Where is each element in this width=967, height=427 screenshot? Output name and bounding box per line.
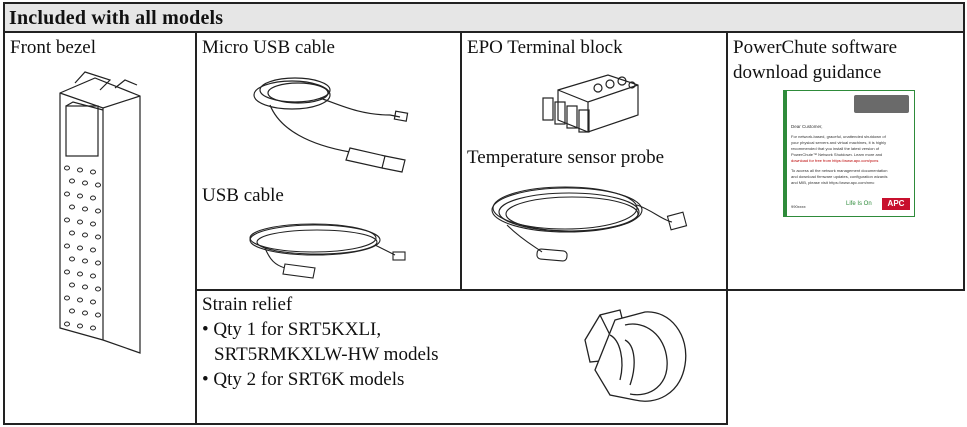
bezel-vent-hole <box>69 204 75 210</box>
strain-relief-label: Strain relief <box>202 294 293 315</box>
epo-terminal-block-label: EPO Terminal block <box>467 37 623 58</box>
table-border-right <box>963 2 965 291</box>
document-product-image <box>854 95 909 113</box>
bezel-vent-hole <box>69 230 75 236</box>
bezel-vent-hole <box>82 180 88 186</box>
bezel-vent-hole <box>64 191 70 197</box>
apc-logo: APC <box>882 198 910 210</box>
strain-relief-bullet-1: • Qty 1 for SRT5KXLI, <box>202 319 382 340</box>
epo-terminal-block-illustration <box>542 74 639 133</box>
strain-relief-bullet-2: • Qty 2 for SRT6K models <box>202 369 405 390</box>
document-body-line-4: PowerChute™ Network Shutdown. Learn more… <box>791 152 883 157</box>
document-body-line-2: your physical servers and virtual machin… <box>791 140 887 145</box>
micro-usb-cable-illustration <box>253 77 409 173</box>
document-body-line-3: recommended that you install the latest … <box>791 146 880 151</box>
document-greeting: Dear Customer, <box>791 124 823 129</box>
bezel-vent-hole <box>90 195 96 201</box>
bezel-vent-hole <box>69 256 75 262</box>
temperature-sensor-probe-label: Temperature sensor probe <box>467 147 665 168</box>
bezel-vent-hole <box>95 182 101 188</box>
document-body-line-6: To access all the network management doc… <box>791 168 888 173</box>
bezel-vent-hole <box>77 271 83 277</box>
document-body-line-1: For network-based, graceful, unattended … <box>791 134 886 139</box>
bezel-vent-hole <box>77 193 83 199</box>
bezel-vent-hole <box>90 247 96 253</box>
document-green-bar <box>784 91 787 216</box>
table-header-title: Included with all models <box>9 7 224 29</box>
powerchute-label-line1: PowerChute software <box>733 37 898 58</box>
table-border-bottom-right <box>727 289 965 291</box>
bezel-vent-hole <box>82 310 88 316</box>
bezel-vent-hole <box>77 323 83 329</box>
powerchute-document-preview: Dear Customer, For network-based, gracef… <box>783 90 915 217</box>
front-bezel-label: Front bezel <box>10 37 97 58</box>
table-header-divider <box>3 31 965 33</box>
bezel-vent-hole <box>90 299 96 305</box>
bezel-vent-hole <box>90 169 96 175</box>
document-code: 990xxxx <box>791 204 806 209</box>
bezel-vent-hole <box>77 245 83 251</box>
bezel-vent-hole <box>77 297 83 303</box>
document-body-line-7: and download firmware updates, configura… <box>791 174 888 179</box>
strain-relief-bullet-1-cont: SRT5RMKXLW-HW models <box>214 344 439 365</box>
bezel-vent-hole <box>77 219 83 225</box>
bezel-vent-hole <box>64 269 70 275</box>
temperature-sensor-probe-illustration <box>491 186 688 262</box>
micro-usb-cable-label: Micro USB cable <box>202 37 335 58</box>
bezel-vent-hole <box>90 325 96 331</box>
bezel-vent-hole <box>64 295 70 301</box>
bezel-vent-hole <box>64 321 70 327</box>
bezel-vent-hole <box>95 208 101 214</box>
bezel-vent-hole <box>64 243 70 249</box>
bezel-vent-hole <box>82 258 88 264</box>
front-bezel-illustration <box>59 71 141 354</box>
bezel-vent-hole <box>77 167 83 173</box>
bezel-vent-hole <box>69 178 75 184</box>
document-body-line-5: download for free from https://www.apc.c… <box>791 158 879 163</box>
table-border-bottom <box>3 423 727 425</box>
table-col-divider-3 <box>726 31 728 425</box>
bezel-vent-hole <box>69 308 75 314</box>
document-tagline: Life Is On <box>846 201 872 207</box>
bezel-vent-hole <box>64 165 70 171</box>
table-col-divider-1 <box>195 31 197 425</box>
usb-cable-label: USB cable <box>202 185 284 206</box>
bezel-vent-hole <box>90 221 96 227</box>
bezel-vent-hole <box>69 282 75 288</box>
bezel-vent-hole <box>82 232 88 238</box>
strain-relief-illustration <box>584 309 687 402</box>
powerchute-label-line2: download guidance <box>733 62 882 83</box>
table-col-divider-2 <box>460 31 462 291</box>
table-header-bar <box>3 3 964 31</box>
document-body-line-8: and MIB, please visit https://www.apc.co… <box>791 180 875 185</box>
table-border-left <box>3 2 5 425</box>
bezel-vent-hole <box>82 284 88 290</box>
bezel-vent-hole <box>95 260 101 266</box>
bezel-vent-hole <box>90 273 96 279</box>
bezel-vent-hole <box>95 286 101 292</box>
bezel-vent-hole <box>95 234 101 240</box>
bezel-vent-hole <box>64 217 70 223</box>
bezel-vent-hole <box>82 206 88 212</box>
usb-cable-illustration <box>249 223 406 279</box>
table-border-top <box>3 2 965 4</box>
bezel-vent-hole <box>95 312 101 318</box>
